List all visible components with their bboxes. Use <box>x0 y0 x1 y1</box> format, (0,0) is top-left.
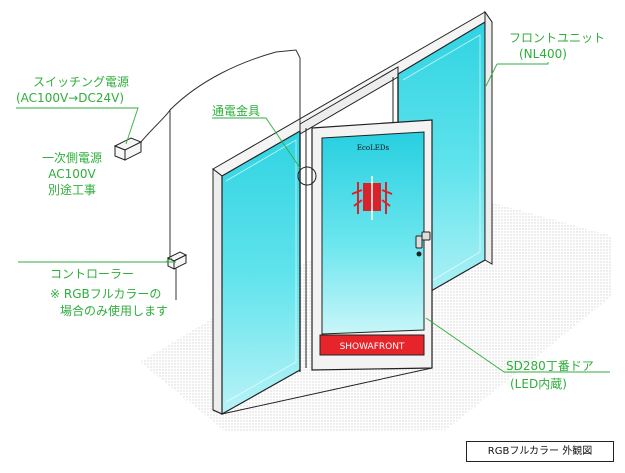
switching-power-label: スイッチング電源 <box>32 75 129 89</box>
primary-voltage-label: AC100V <box>48 167 96 181</box>
separate-work-label: 別途工事 <box>47 183 96 197</box>
feed-fitting-marker <box>297 166 317 186</box>
door-glass <box>321 131 425 335</box>
door-brand: EcoLEDs <box>357 144 390 152</box>
left-frame <box>212 167 223 415</box>
drawing-caption: RGBフルカラー 外観図 <box>466 441 614 462</box>
front-unit-model: (NL400) <box>519 47 567 61</box>
power-spec-label: (AC100V→DC24V) <box>16 91 125 105</box>
door-led-label: (LED内蔵) <box>510 377 567 391</box>
left-glass-panel <box>221 129 301 416</box>
door-name-plate <box>319 334 425 356</box>
door-plate-text: SHOWAFRONT <box>340 342 405 352</box>
feed-fitting-label: 通電金具 <box>212 104 261 118</box>
leader-lines <box>16 62 610 373</box>
controller-label: コントローラー <box>50 267 135 281</box>
controller-box <box>166 251 188 270</box>
front-unit-label: フロントユニット <box>509 31 606 45</box>
controller-note-line1: ※ RGBフルカラーの <box>50 287 162 301</box>
door-handle <box>415 231 431 257</box>
switching-power-box <box>113 137 143 161</box>
controller-note-line2: 場合のみ使用します <box>60 304 169 318</box>
right-frame <box>484 10 493 265</box>
primary-power-label: 一次側電源 <box>41 151 102 165</box>
door-logo-mark <box>351 176 393 220</box>
door-name-label: SD280丁番ドア <box>506 359 594 373</box>
